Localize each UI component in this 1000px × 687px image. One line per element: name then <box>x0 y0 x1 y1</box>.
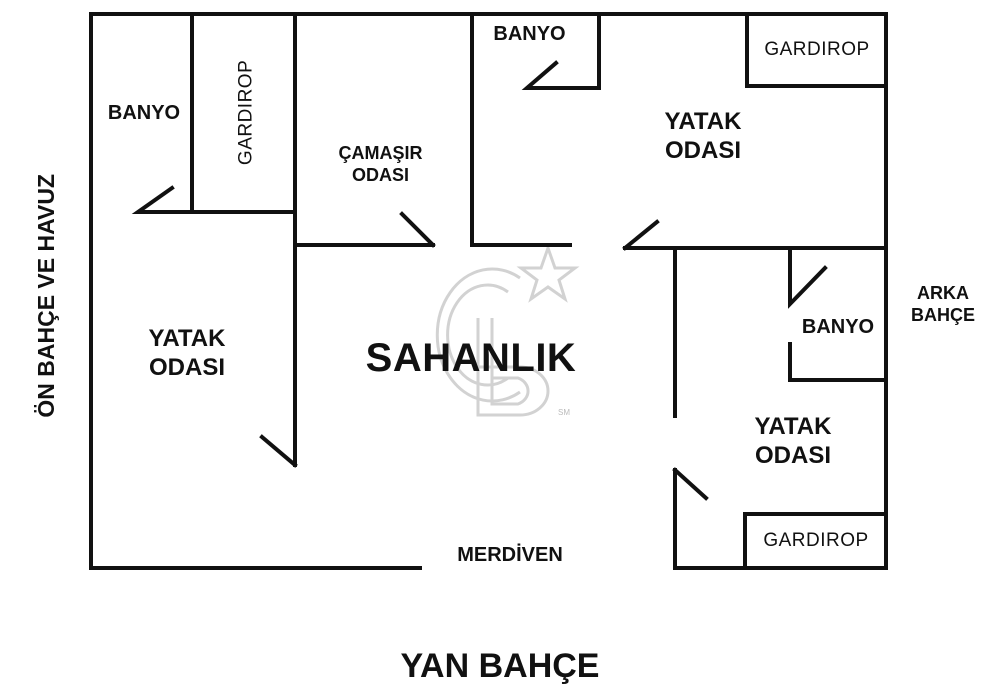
left-side-label: ÖN BAHÇE VE HAVUZ <box>33 173 60 418</box>
wall-top-center-divider <box>470 12 572 247</box>
watermark-sm-text: SM <box>558 408 570 417</box>
room-label-gardirop-top-right: GARDIROP <box>764 39 870 60</box>
room-label-merdiven: MERDİVEN <box>457 544 563 566</box>
wall-gardirop-top-right <box>745 12 888 88</box>
room-label-yatak-left: YATAK ODASI <box>122 325 252 383</box>
room-label-yatak-left-line2: ODASI <box>148 353 225 381</box>
floor-plan: SM <box>89 12 888 570</box>
door-camasir <box>399 211 436 248</box>
wall-banyo-right-bottom <box>788 342 888 382</box>
outer-wall-top <box>89 12 888 570</box>
room-label-yatak-bottom-right: YATAK ODASI <box>728 413 858 471</box>
room-label-camasir-odasi: ÇAMAŞIR ODASI <box>318 143 443 186</box>
room-label-yatak-top-right-line1: YATAK <box>664 108 742 135</box>
room-label-gardirop-left: GARDIROP <box>235 59 257 166</box>
walls <box>89 12 888 570</box>
room-label-banyo-right: BANYO <box>801 316 875 338</box>
right-side-label: ARKA BAHÇE <box>900 283 986 326</box>
right-side-label-line1: ARKA <box>917 283 969 303</box>
door-yatak-top-right <box>622 219 660 251</box>
door-banyo-left <box>131 185 194 214</box>
room-label-banyo-top: BANYO <box>493 23 566 45</box>
wall-gardirop-bottom-right <box>743 512 888 570</box>
door-yatak-left <box>259 434 298 468</box>
room-label-camasir-line2: ODASI <box>351 164 409 185</box>
room-label-banyo-left: BANYO <box>107 102 181 124</box>
bottom-side-label: YAN BAHÇE <box>400 647 600 685</box>
right-side-label-line2: BAHÇE <box>910 304 975 325</box>
room-label-yatak-top-right-line2: ODASI <box>664 136 741 164</box>
room-label-camasir-line1: ÇAMAŞIR <box>338 143 423 163</box>
room-label-yatak-top-right: YATAK ODASI <box>638 108 768 166</box>
room-label-sahanlik: SAHANLIK <box>365 336 577 380</box>
room-label-yatak-left-line1: YATAK <box>148 325 226 352</box>
room-label-yatak-bottom-right-line1: YATAK <box>754 413 832 440</box>
watermark-logo <box>435 243 580 417</box>
outer-wall-top-left <box>89 12 422 570</box>
room-label-yatak-bottom-right-line2: ODASI <box>754 441 831 469</box>
door-yatak-right <box>672 467 709 501</box>
room-label-gardirop-bottom-right: GARDIROP <box>763 530 869 551</box>
wall-banyo-right <box>788 246 828 309</box>
wall-banyo-top <box>521 12 601 90</box>
